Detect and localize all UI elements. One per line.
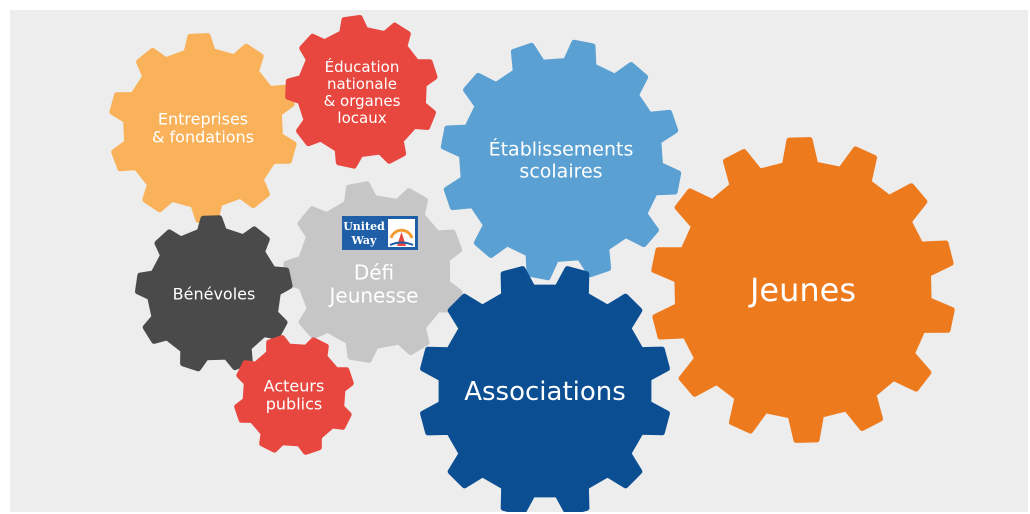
gear-shape: [234, 335, 354, 455]
gear-entreprises: Entreprises& fondations: [109, 33, 297, 223]
logo-text-united: United: [343, 220, 385, 233]
gear-shape: [109, 33, 297, 223]
gear-label-line: & organes: [324, 92, 401, 110]
gear-label-line: Bénévoles: [173, 285, 256, 304]
gear-label-line: & fondations: [152, 128, 254, 147]
logo-base-icon: [389, 241, 414, 246]
gear-label-line: Éducation: [325, 57, 400, 76]
gear-label-line: Défi: [354, 261, 394, 285]
gear-shape: [440, 39, 682, 281]
gear-shape: [651, 137, 955, 443]
gears-diagram-canvas: Entreprises& fondationsÉducationnational…: [10, 10, 1028, 512]
gear-label-line: nationale: [327, 75, 397, 93]
gears-layer: Entreprises& fondationsÉducationnational…: [109, 15, 955, 512]
gear-label-line: Jeunes: [748, 271, 856, 309]
gear-shape: [135, 215, 293, 372]
gear-label-line: locaux: [337, 109, 386, 127]
gear-label-line: Établissements: [489, 138, 634, 161]
gear-label-line: Jeunesse: [327, 284, 418, 308]
gear-associations: Associations: [420, 266, 670, 512]
gear-shape: [420, 266, 670, 512]
gear-label-line: Acteurs: [264, 377, 325, 396]
gear-label-line: scolaires: [519, 161, 602, 183]
gear-benevoles: Bénévoles: [135, 215, 293, 372]
gear-jeunes: Jeunes: [651, 137, 955, 443]
gear-label-line: Associations: [464, 377, 626, 407]
gear-shape: [285, 15, 438, 169]
logo-text-way: Way: [351, 234, 378, 247]
gear-label-line: Entreprises: [158, 110, 248, 129]
gear-label-line: publics: [266, 395, 322, 414]
logo-rainbow-icon: [389, 228, 414, 239]
